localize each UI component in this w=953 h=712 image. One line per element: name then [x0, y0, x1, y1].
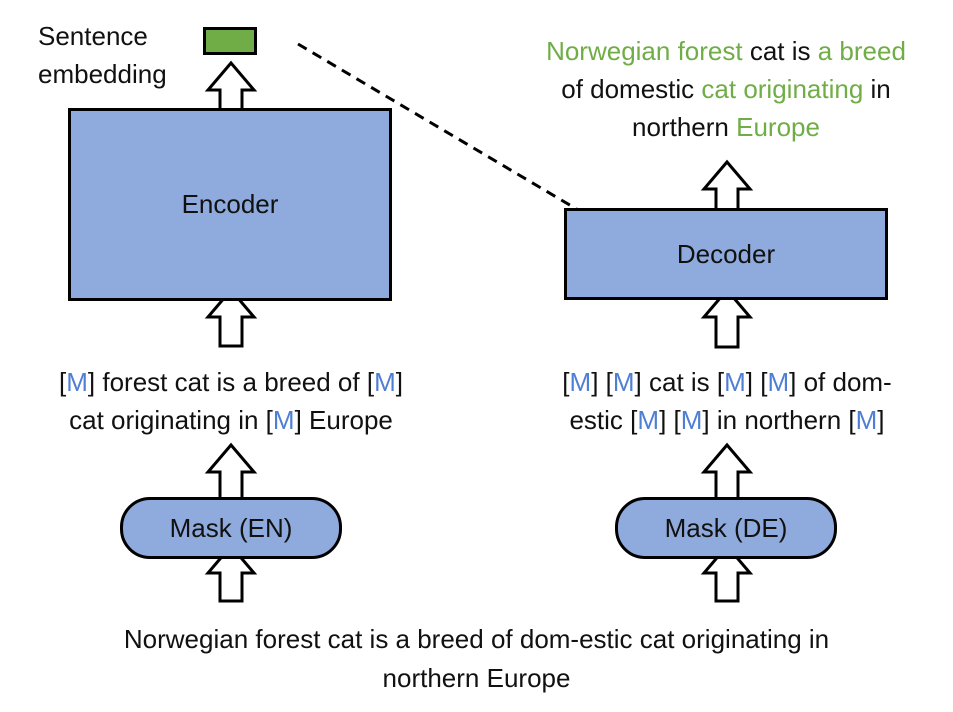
input-line-2: northern Europe	[382, 663, 571, 693]
arrow-mask-en-to-masked-en	[204, 442, 258, 502]
mask-en-block: Mask (EN)	[120, 497, 342, 559]
decoder-block: Decoder	[564, 208, 888, 300]
output-line-1: Norwegian forest cat is a breed	[546, 36, 906, 66]
mask-de-block: Mask (DE)	[615, 497, 837, 559]
mask-en-label: Mask (EN)	[169, 512, 293, 543]
embedding-label-line1: Sentence	[38, 21, 148, 51]
arrow-mask-de-to-masked-de	[700, 442, 754, 502]
sentence-embedding-vector	[203, 27, 257, 55]
arrow-input-to-mask-de	[700, 543, 754, 603]
input-line-1: Norwegian forest cat is a breed of dom-e…	[123, 624, 830, 654]
embedding-label-line2: embedding	[38, 59, 167, 89]
decoder-label: Decoder	[676, 238, 776, 269]
masked-de-line-2: estic [M] [M] in northern [M]	[569, 405, 885, 435]
masked-en-line-1: [M] forest cat is a breed of [M]	[59, 367, 403, 397]
arrow-masked-en-to-encoder	[204, 287, 258, 348]
mask-de-label: Mask (DE)	[664, 512, 788, 543]
arrow-masked-de-to-decoder	[700, 287, 754, 349]
arrow-decoder-to-output	[700, 159, 754, 216]
output-line-2: of domestic cat originating in	[561, 74, 891, 104]
arrow-input-to-mask-en	[204, 543, 258, 603]
output-line-3: northern Europe	[632, 112, 820, 142]
encoder-label: Encoder	[181, 189, 279, 219]
encoder-block: Encoder	[68, 108, 392, 301]
dashed-embedding-arrow	[297, 42, 623, 238]
masked-de-line-1: [M] [M] cat is [M] [M] of dom-	[562, 367, 892, 397]
masked-en-line-2: cat originating in [M] Europe	[69, 405, 393, 435]
